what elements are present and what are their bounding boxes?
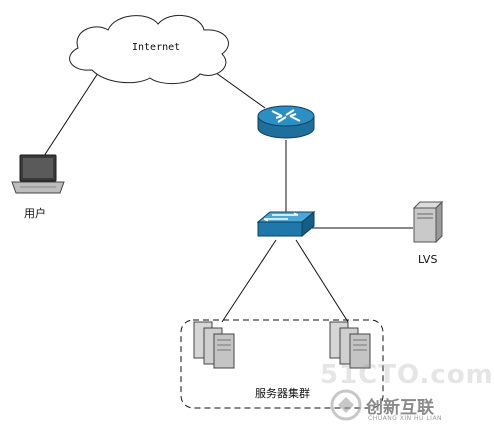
router-icon bbox=[257, 105, 315, 139]
watermark-site: 51CTO.com bbox=[320, 360, 494, 390]
network-diagram: Internet 用户 LVS 服务器集群 51CTO.com 创新互联 CHU… bbox=[11, 14, 493, 433]
brand-logo-icon bbox=[330, 389, 362, 421]
link-switch-server2 bbox=[295, 239, 349, 323]
link-switch-server1 bbox=[221, 239, 277, 323]
switch-icon bbox=[256, 210, 316, 238]
lvs-label: LVS bbox=[418, 253, 438, 266]
link-internet-router bbox=[211, 69, 266, 109]
brand-subtitle: CHUANG XIN HU LIAN bbox=[368, 415, 443, 422]
connections bbox=[43, 69, 413, 323]
diagram-canvas bbox=[11, 14, 444, 421]
laptop-icon bbox=[11, 154, 65, 194]
server-rack-icon bbox=[329, 321, 371, 369]
link-internet-user bbox=[43, 72, 99, 157]
server-tower-icon bbox=[412, 200, 444, 244]
internet-label: Internet bbox=[132, 42, 181, 53]
server-rack-icon bbox=[193, 321, 235, 369]
brand-name: 创新互联 bbox=[366, 398, 434, 418]
cloud-icon bbox=[69, 14, 229, 84]
cluster-label: 服务器集群 bbox=[255, 387, 310, 400]
brand-watermark: 创新互联 CHUANG XIN HU LIAN bbox=[320, 385, 463, 433]
user-label: 用户 bbox=[24, 207, 46, 220]
